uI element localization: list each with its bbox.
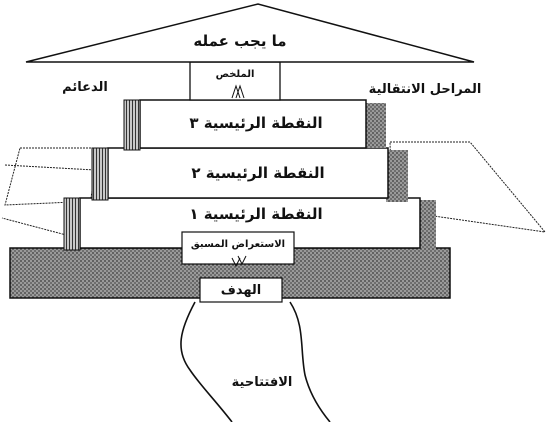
goal-box <box>199 277 283 303</box>
roof-label: ما يجب عمله <box>193 32 286 50</box>
step-1-shadow <box>418 200 436 255</box>
step-1-pillar <box>63 197 81 251</box>
preview-box <box>181 231 295 265</box>
step-2-slab <box>107 147 389 199</box>
step-2-label: النقطة الرئيسية ٢ <box>191 164 324 182</box>
summary-arrows-icon <box>231 84 245 99</box>
summary-box <box>189 61 281 101</box>
step-3-shadow <box>364 103 386 148</box>
introduction-label: الافتتاحية <box>232 375 293 390</box>
preview-label: الاستعراض المسبق <box>191 239 285 250</box>
step-3-label: النقطة الرئيسية ٣ <box>189 114 322 132</box>
supports-label: الدعائم <box>62 80 108 95</box>
introduction-path-left <box>180 301 233 423</box>
left-plane-lower <box>1 164 96 241</box>
introduction-path-right <box>289 301 331 423</box>
step-3-pillar <box>123 99 141 151</box>
goal-label: الهدف <box>221 283 262 298</box>
step-1-label: النقطة الرئيسية ١ <box>189 205 322 223</box>
step-2-shadow <box>386 150 408 202</box>
step-2-pillar <box>91 147 109 201</box>
transitions-label: المراحل الانتقالية <box>369 82 482 97</box>
roof <box>25 3 475 63</box>
summary-label: الملخص <box>216 69 255 80</box>
preview-arrows-icon <box>231 255 247 268</box>
